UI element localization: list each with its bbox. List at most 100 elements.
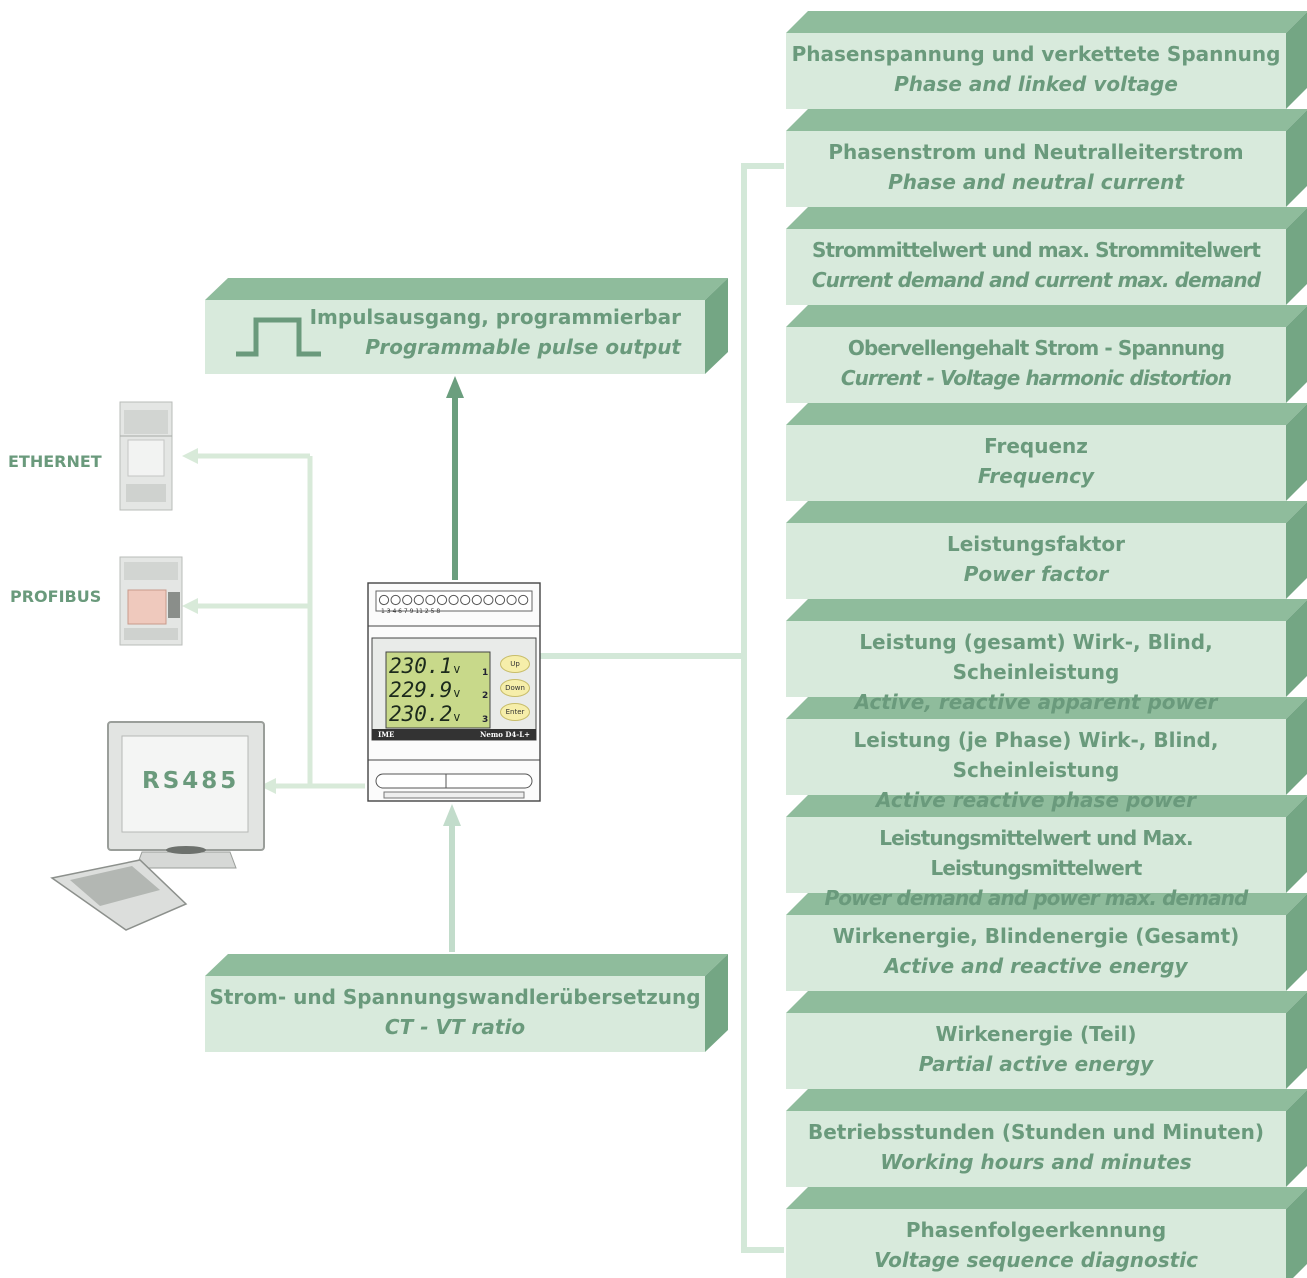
feature-label-en: Phase and linked voltage bbox=[894, 72, 1178, 96]
feature-label: Betriebsstunden (Stunden und Minuten) Wor… bbox=[786, 1117, 1286, 1177]
terminal-screw bbox=[494, 594, 506, 606]
terminal-screw bbox=[460, 594, 471, 606]
feature-label-en: Active and reactive energy bbox=[884, 954, 1188, 978]
terminal-block bbox=[378, 594, 529, 606]
terminal-screw bbox=[425, 594, 436, 606]
terminal-numbers: 1 3 4 6 7 9 11 2 5 8 bbox=[381, 608, 441, 615]
feature-label-en: Partial active energy bbox=[918, 1052, 1154, 1076]
terminal-screw bbox=[471, 594, 482, 606]
feature-label-de: Leistungsmittelwert und Max. Leistungsmi… bbox=[879, 826, 1193, 880]
phase-number-3: 3 bbox=[482, 715, 489, 725]
rs485-label: RS485 bbox=[142, 768, 240, 794]
lcd-reading-2: 229.9v bbox=[389, 678, 460, 702]
terminal-screw bbox=[390, 594, 401, 606]
feature-label-de: Frequenz bbox=[984, 434, 1088, 458]
lcd-value-1: 230.1 bbox=[389, 654, 453, 678]
terminal-screw bbox=[413, 594, 424, 606]
lcd-unit-3: v bbox=[453, 710, 461, 724]
feature-box bbox=[786, 893, 1307, 991]
lcd-unit-1: v bbox=[453, 662, 461, 676]
feature-label: Leistung (gesamt) Wirk-, Blind, Scheinle… bbox=[786, 627, 1286, 717]
ctvt-label-de: Strom- und Spannungswandlerübersetzung bbox=[209, 985, 701, 1009]
feature-label-de: Betriebsstunden (Stunden und Minuten) bbox=[807, 1120, 1265, 1144]
feature-label-en: Active reactive phase power bbox=[876, 788, 1196, 812]
lcd-reading-3: 230.2v bbox=[389, 702, 460, 726]
terminal-screw bbox=[483, 594, 494, 606]
meter-brand-left: IME bbox=[378, 730, 395, 739]
feature-label-de: Phasenspannung und verkettete Spannung bbox=[791, 42, 1281, 66]
feature-label-en: Power demand and power max. demand bbox=[824, 886, 1249, 910]
meter-up-button[interactable]: Up bbox=[500, 655, 530, 673]
phase-number-1: 1 bbox=[482, 668, 489, 678]
feature-box bbox=[786, 795, 1307, 893]
feature-label-en: Frequency bbox=[977, 464, 1095, 488]
pulse-label: Impulsausgang, programmierbar Programmab… bbox=[306, 302, 681, 362]
feature-label-en: Working hours and minutes bbox=[880, 1150, 1192, 1174]
feature-label: Leistung (je Phase) Wirk-, Blind, Schein… bbox=[786, 725, 1286, 815]
arrow-profibus bbox=[182, 598, 198, 614]
feature-box bbox=[786, 207, 1307, 305]
feature-label-en: Voltage sequence diagnostic bbox=[874, 1248, 1198, 1272]
feature-label: Leistungsmittelwert und Max. Leistungsmi… bbox=[786, 823, 1286, 913]
arrow-pulse-head bbox=[446, 376, 464, 398]
feature-list bbox=[786, 11, 1307, 1278]
feature-label-en: Active, reactive apparent power bbox=[854, 690, 1218, 714]
ethernet-device-image bbox=[119, 401, 173, 511]
lcd-value-3: 230.2 bbox=[389, 702, 453, 726]
feature-label: Wirkenergie (Teil)Partial active energy bbox=[786, 1019, 1286, 1079]
meter-brand-right: Nemo D4-L+ bbox=[480, 730, 530, 739]
meter-enter-button[interactable]: Enter bbox=[500, 703, 530, 721]
ctvt-box bbox=[205, 954, 728, 1052]
computer-image bbox=[50, 721, 265, 931]
feature-label-de: Leistung (gesamt) Wirk-, Blind, Scheinle… bbox=[859, 630, 1213, 684]
pulse-label-de: Impulsausgang, programmierbar bbox=[309, 305, 681, 329]
pulse-label-en: Programmable pulse output bbox=[365, 335, 681, 359]
terminal-screw bbox=[506, 594, 517, 606]
feature-box bbox=[786, 305, 1307, 403]
ctvt-label-en: CT - VT ratio bbox=[384, 1015, 526, 1039]
terminal-screw bbox=[378, 594, 390, 606]
lcd-value-2: 229.9 bbox=[389, 678, 453, 702]
arrow-ethernet bbox=[182, 448, 198, 464]
comm-bus bbox=[195, 453, 365, 789]
feature-box bbox=[786, 501, 1307, 599]
feature-label-de: Obervellengehalt Strom - Spannung bbox=[847, 336, 1225, 360]
feature-label-en: Power factor bbox=[963, 562, 1109, 586]
arrow-rs485 bbox=[260, 778, 276, 794]
feature-label-de: Strommittelwert und max. Strommitelwert bbox=[811, 238, 1261, 262]
feature-label-de: Phasenfolgeerkennung bbox=[905, 1218, 1167, 1242]
profibus-label: PROFIBUS bbox=[10, 587, 102, 606]
profibus-device-image bbox=[119, 556, 183, 646]
feature-label-de: Leistung (je Phase) Wirk-, Blind, Schein… bbox=[853, 728, 1219, 782]
feature-box bbox=[786, 1089, 1307, 1187]
meter-down-button[interactable]: Down bbox=[500, 679, 530, 697]
feature-label-de: Phasenstrom und Neutralleiterstrom bbox=[828, 140, 1244, 164]
feature-label: Wirkenergie, Blindenergie (Gesamt) Active… bbox=[786, 921, 1286, 981]
ethernet-label: ETHERNET bbox=[8, 452, 102, 471]
feature-box bbox=[786, 403, 1307, 501]
feature-label-en: Phase and neutral current bbox=[888, 170, 1184, 194]
phase-number-2: 2 bbox=[482, 691, 489, 701]
arrow-ctvt-head bbox=[443, 804, 461, 826]
feature-box bbox=[786, 599, 1307, 697]
terminal-screw bbox=[448, 594, 459, 606]
pulse-box bbox=[205, 278, 728, 374]
feature-label-de: Wirkenergie, Blindenergie (Gesamt) bbox=[832, 924, 1240, 948]
feature-label-en: Current demand and current max. demand bbox=[811, 268, 1261, 292]
feature-box bbox=[786, 1187, 1307, 1278]
lcd-reading-1: 230.1v bbox=[389, 654, 460, 678]
feature-box bbox=[786, 109, 1307, 207]
feature-label-en: Current - Voltage harmonic distortion bbox=[840, 366, 1232, 390]
feature-connector bbox=[540, 163, 784, 1253]
pulse-waveform-icon bbox=[236, 317, 321, 357]
feature-box bbox=[786, 991, 1307, 1089]
terminal-screw bbox=[402, 594, 413, 606]
